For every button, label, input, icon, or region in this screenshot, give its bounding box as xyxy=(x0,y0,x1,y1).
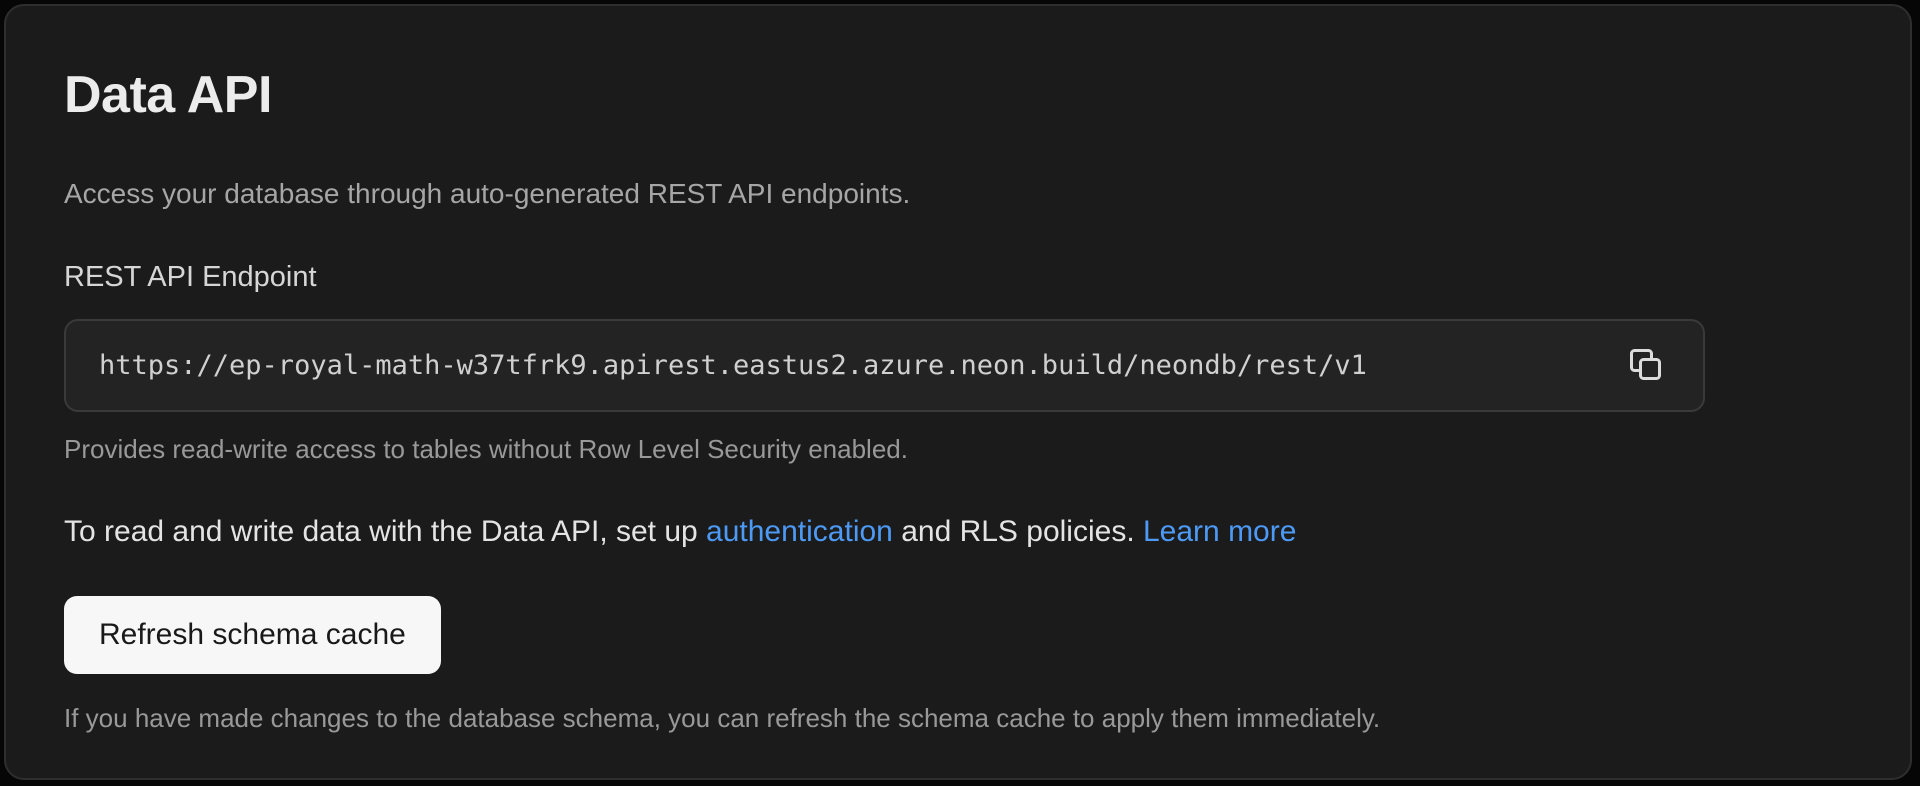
rls-note: To read and write data with the Data API… xyxy=(64,511,1852,553)
refresh-helper-text: If you have made changes to the database… xyxy=(64,703,1381,734)
endpoint-url-value: https://ep-royal-math-w37tfrk9.apirest.e… xyxy=(99,349,1367,381)
data-api-panel: Data API Access your database through au… xyxy=(4,4,1912,780)
rls-note-prefix: To read and write data with the Data API… xyxy=(64,515,707,549)
panel-description: Access your database through auto-genera… xyxy=(64,178,911,210)
authentication-link[interactable]: authentication xyxy=(706,515,893,549)
page-title: Data API xyxy=(64,66,272,124)
copy-icon xyxy=(1628,347,1662,384)
endpoint-label: REST API Endpoint xyxy=(64,260,317,293)
rls-note-middle: and RLS policies. xyxy=(892,515,1143,549)
endpoint-section: REST API Endpoint https://ep-royal-math-… xyxy=(64,258,1852,468)
learn-more-link[interactable]: Learn more xyxy=(1143,515,1297,549)
endpoint-url-field[interactable]: https://ep-royal-math-w37tfrk9.apirest.e… xyxy=(64,318,1705,412)
copy-endpoint-button[interactable] xyxy=(1625,345,1665,385)
refresh-schema-cache-button[interactable]: Refresh schema cache xyxy=(64,596,441,675)
endpoint-helper-text: Provides read-write access to tables wit… xyxy=(64,433,908,464)
